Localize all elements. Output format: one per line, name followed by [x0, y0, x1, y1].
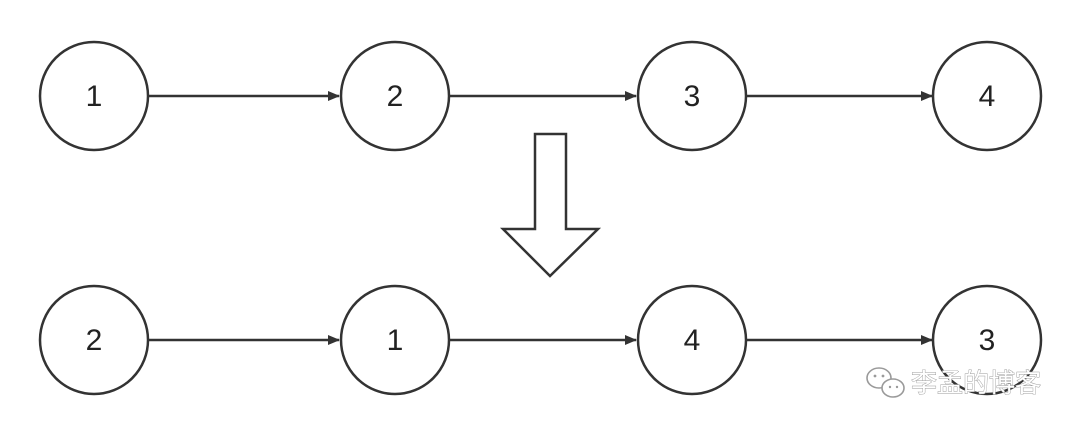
node-after-2-label: 1: [387, 324, 404, 357]
after-list: 2 1 4 3: [38, 284, 1043, 396]
node-after-4: 3: [931, 284, 1043, 396]
node-before-2-label: 2: [387, 80, 404, 113]
node-before-4: 4: [931, 40, 1043, 152]
node-before-3-label: 3: [684, 80, 701, 113]
node-after-1-label: 2: [86, 324, 103, 357]
node-after-3: 4: [636, 284, 748, 396]
before-list: 1 2 3 4: [38, 40, 1043, 152]
node-before-1: 1: [38, 40, 150, 152]
watermark: 李孟的博客: [866, 367, 1041, 399]
node-before-2: 2: [339, 40, 451, 152]
node-after-1: 2: [38, 284, 150, 396]
wechat-icon: [866, 367, 905, 398]
watermark-text: 李孟的博客: [911, 369, 1041, 399]
down-arrow-outline-icon: [499, 132, 602, 278]
node-after-4-label: 3: [979, 324, 996, 357]
node-before-3: 3: [636, 40, 748, 152]
node-after-2: 1: [339, 284, 451, 396]
node-before-1-label: 1: [86, 80, 103, 113]
node-before-4-label: 4: [979, 80, 996, 113]
node-after-3-label: 4: [684, 324, 701, 357]
